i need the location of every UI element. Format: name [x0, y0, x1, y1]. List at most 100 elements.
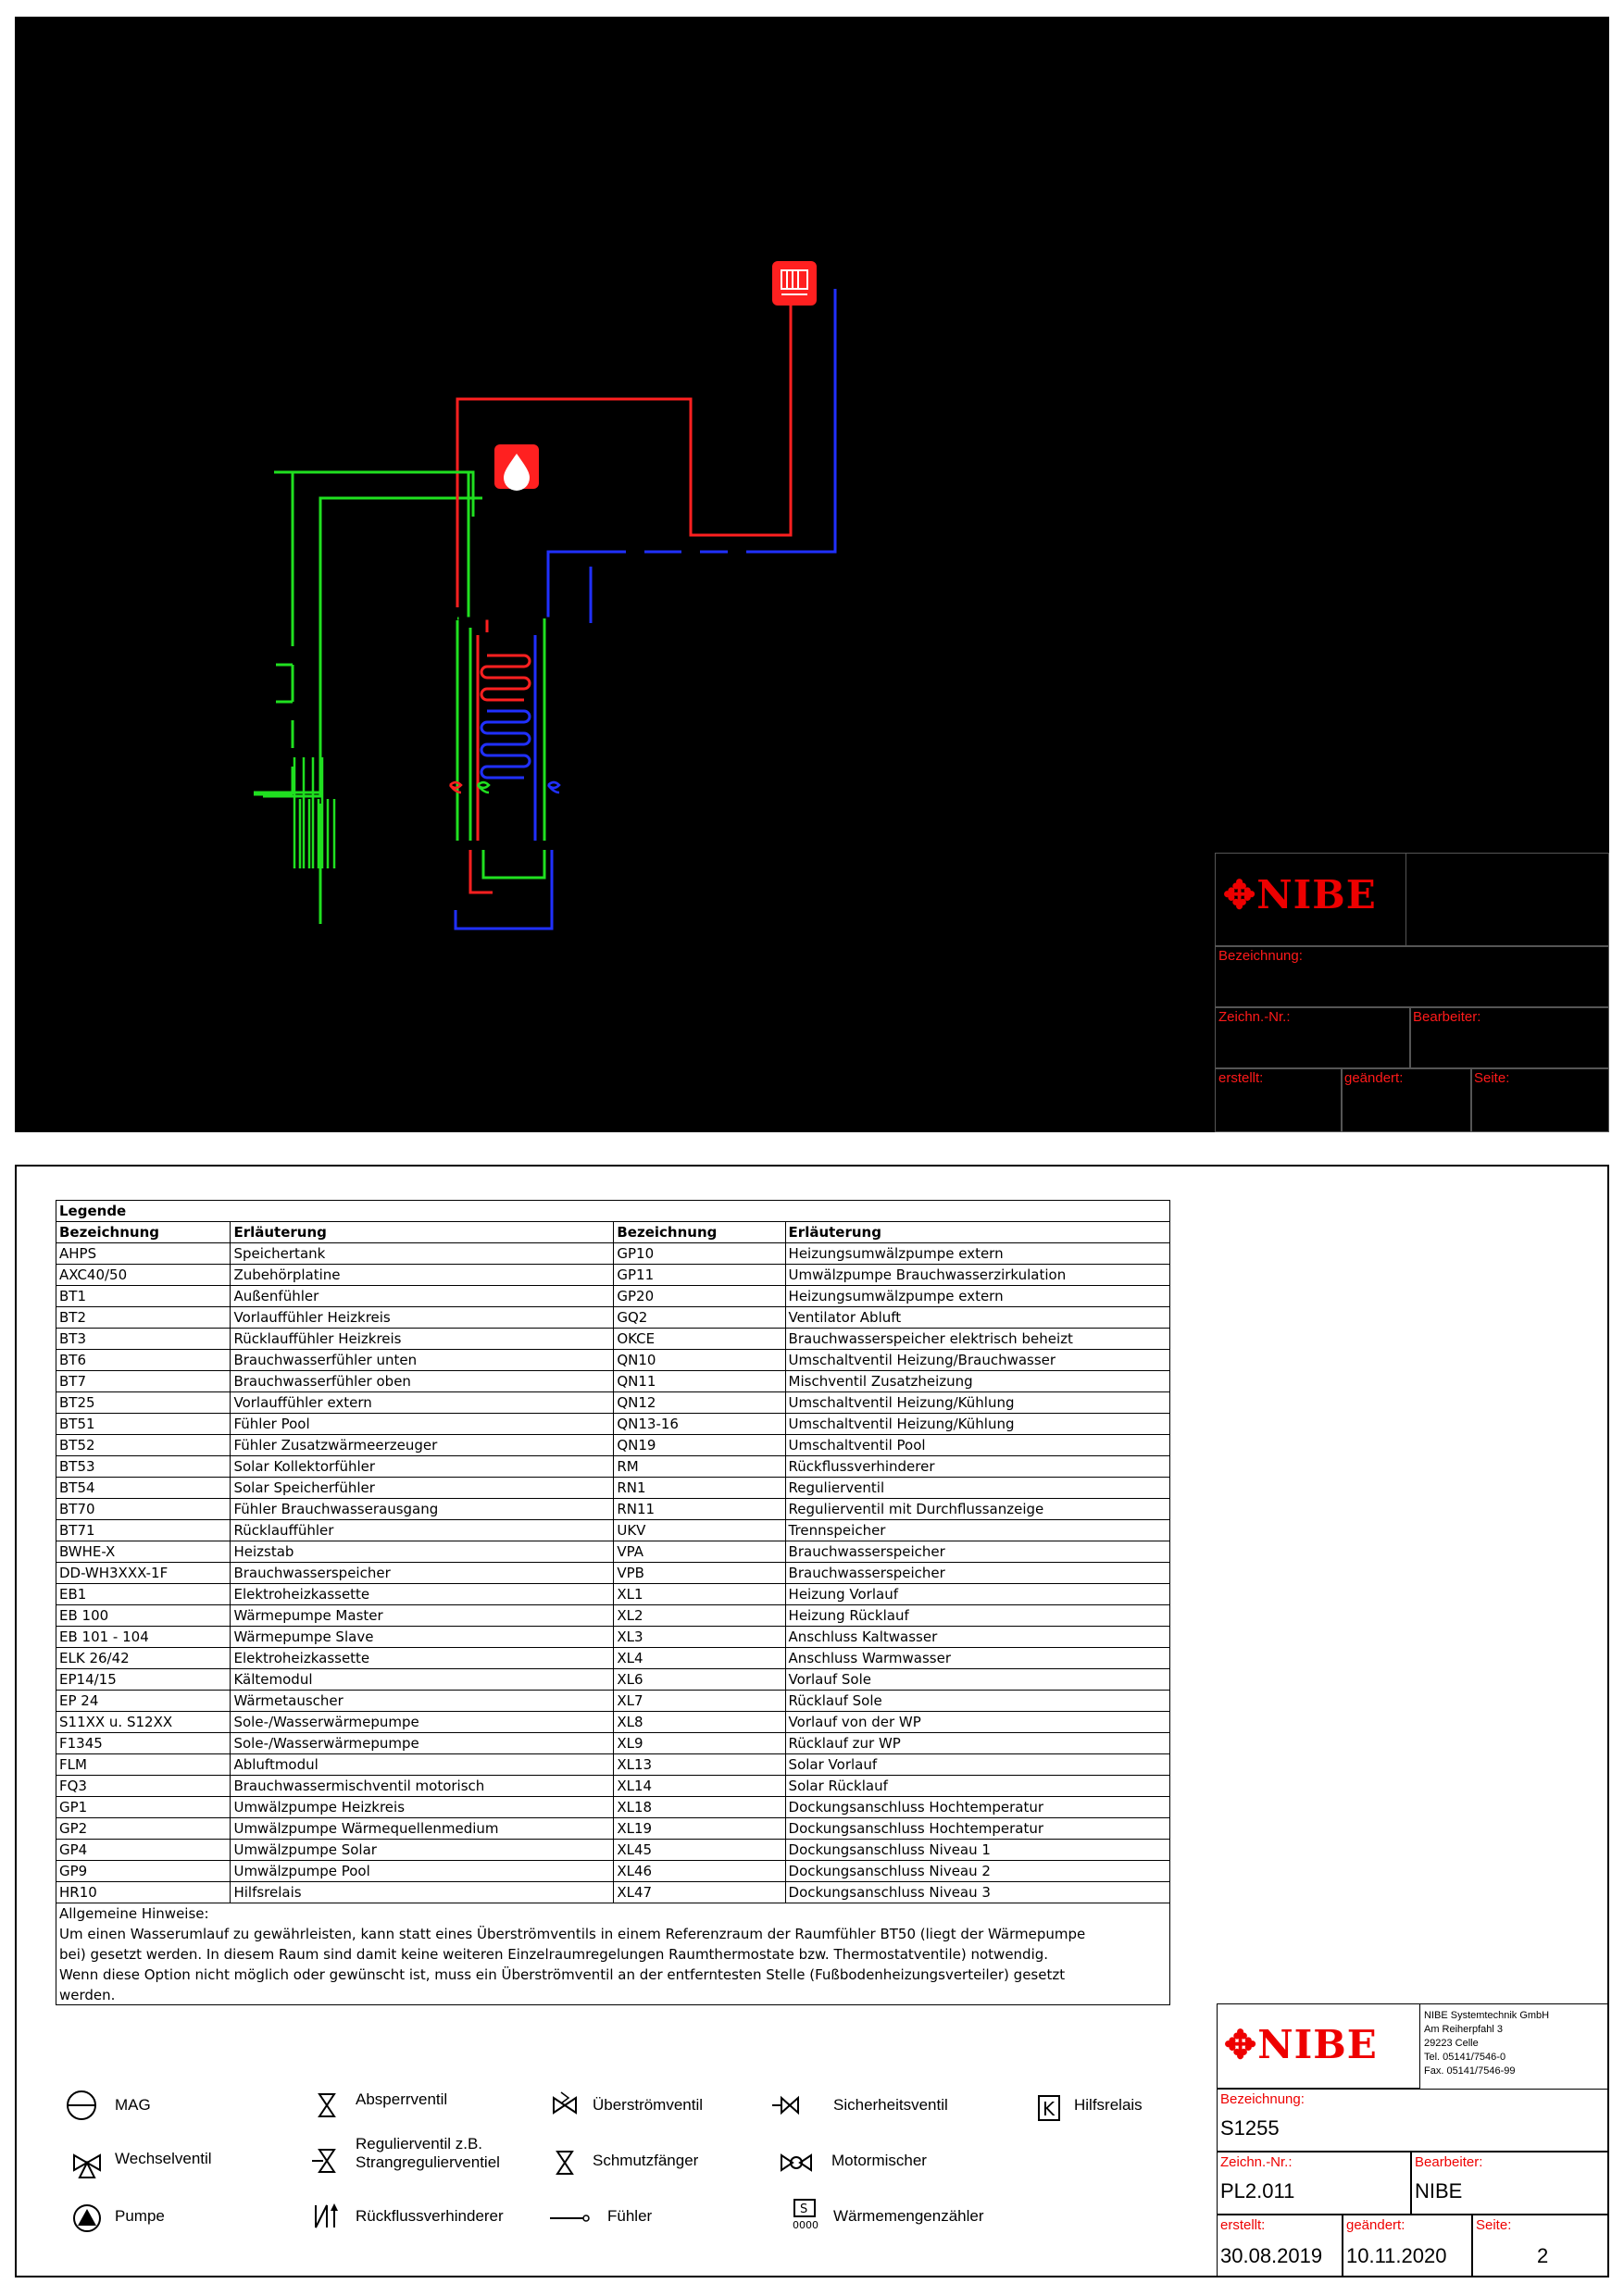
nibe-logo: ✥NIBE	[1224, 2022, 1378, 2067]
schematic-svg	[254, 261, 837, 930]
legend-code: HR10	[55, 1881, 231, 1903]
legend-description: Vorlauf Sole	[784, 1668, 1171, 1691]
company-name: NIBE Systemtechnik GmbH	[1424, 2010, 1550, 2021]
legend-code: S11XX u. S12XX	[55, 1711, 231, 1733]
drawing-geaendert-cell	[1341, 1067, 1472, 1132]
legend-code: XL19	[613, 1817, 786, 1840]
fuehler-icon	[550, 2215, 590, 2222]
legend-description: Rücklauf zur WP	[784, 1732, 1171, 1754]
zeichn-cell	[1217, 2152, 1411, 2215]
legend-description: Heizungsumwälzpumpe extern	[784, 1242, 1171, 1265]
legend-code: QN19	[613, 1434, 786, 1456]
seite-value: 2	[1537, 2244, 1549, 2267]
legend-code: F1345	[55, 1732, 231, 1754]
legend-description: Kältemodul	[230, 1668, 615, 1691]
erstellt-value: 30.08.2019	[1220, 2244, 1323, 2267]
symbol-label: Wärmemengenzähler	[833, 2207, 984, 2225]
legend-description: Fühler Zusatzwärmeerzeuger	[230, 1434, 615, 1456]
legend-code: XL47	[613, 1881, 786, 1903]
mag-icon	[67, 2090, 96, 2120]
legend-code: QN11	[613, 1370, 786, 1392]
drawing-bezeichnung-cell	[1215, 945, 1609, 1008]
drawing-geaendert-label: geändert:	[1344, 1070, 1404, 1086]
hilfsrelais-icon: K	[1038, 2095, 1060, 2121]
legend-code: FQ3	[55, 1775, 231, 1797]
legend-code: BT6	[55, 1349, 231, 1371]
legend-description: Anschluss Kaltwasser	[784, 1626, 1171, 1648]
wechselventil-icon	[73, 2153, 101, 2178]
legend-description: Wärmepumpe Slave	[230, 1626, 615, 1648]
legend-code: EB 101 - 104	[55, 1626, 231, 1648]
legend-code: XL7	[613, 1690, 786, 1712]
legend-description: Dockungsanschluss Hochtemperatur	[784, 1817, 1171, 1840]
legend-description: Umwälzpumpe Brauchwasserzirkulation	[784, 1264, 1171, 1286]
legend-code: XL8	[613, 1711, 786, 1733]
company-address: NIBE Systemtechnik GmbH Am Reiherpfahl 3…	[1424, 2009, 1549, 2078]
legend-description: Mischventil Zusatzheizung	[784, 1370, 1171, 1392]
sicherheitsventil-icon	[772, 2095, 799, 2115]
symbol-label: Sicherheitsventil	[833, 2096, 948, 2114]
legend-code: GP10	[613, 1242, 786, 1265]
general-notes: Allgemeine Hinweise: Um einen Wasserumla…	[56, 1903, 1170, 2005]
legend-description: Zubehörplatine	[230, 1264, 615, 1286]
legend-description: Brauchwasserfühler unten	[230, 1349, 615, 1371]
legend-code: XL2	[613, 1604, 786, 1627]
legend-code: BT71	[55, 1519, 231, 1541]
symbol-label: Motormischer	[831, 2152, 927, 2169]
legend-description: Hilfsrelais	[230, 1881, 615, 1903]
rueckflussverhinderer-icon	[315, 2203, 338, 2228]
symbol-label: Hilfsrelais	[1074, 2096, 1143, 2114]
legend-code: BT7	[55, 1370, 231, 1392]
legend-code: RN11	[613, 1498, 786, 1520]
svg-text:S: S	[800, 2202, 807, 2216]
symbol-label: Rückflussverhinderer	[356, 2207, 504, 2225]
hydraulic-schematic: ✥NIBE Bezeichnung: Zeichn.-Nr.: Bearbeit…	[15, 17, 1609, 1132]
legend-description: Fühler Pool	[230, 1413, 615, 1435]
legend-code: GP1	[55, 1796, 231, 1818]
legend-code: QN12	[613, 1391, 786, 1414]
legend-description: Brauchwasserspeicher	[230, 1562, 615, 1584]
drawing-zeichn-label: Zeichn.-Nr.:	[1218, 1009, 1291, 1025]
legend-description: Heizungsumwälzpumpe extern	[784, 1285, 1171, 1307]
seite-label: Seite:	[1476, 2217, 1512, 2233]
drawing-erstellt-cell	[1215, 1067, 1343, 1132]
legend-description: Rücklauf Sole	[784, 1690, 1171, 1712]
symbol-label: Fühler	[607, 2207, 653, 2225]
legend-description: Regulierventil	[784, 1477, 1171, 1499]
legend-description: Umwälzpumpe Wärmequellenmedium	[230, 1817, 615, 1840]
legend-description: Brauchwasserspeicher	[784, 1541, 1171, 1563]
legend-code: FLM	[55, 1753, 231, 1776]
legend-code: BT3	[55, 1328, 231, 1350]
legend-sheet-frame	[15, 1165, 1609, 2277]
legend-code: EB1	[55, 1583, 231, 1605]
erstellt-label: erstellt:	[1220, 2217, 1266, 2233]
legend-code: XL4	[613, 1647, 786, 1669]
legend-code: VPB	[613, 1562, 786, 1584]
ueberstroemventil-icon	[553, 2091, 577, 2115]
return-pipe	[746, 289, 837, 554]
geaendert-value: 10.11.2020	[1346, 2244, 1447, 2267]
legend-code: GP9	[55, 1860, 231, 1882]
legend-code: DD-WH3XXX-1F	[55, 1562, 231, 1584]
flow-pipe	[456, 289, 793, 607]
legend-description: Solar Kollektorfühler	[230, 1455, 615, 1478]
notes-line: Um einen Wasserumlauf zu gewährleisten, …	[59, 1926, 1086, 1942]
legend-code: AXC40/50	[55, 1264, 231, 1286]
legend-code: GQ2	[613, 1306, 786, 1329]
